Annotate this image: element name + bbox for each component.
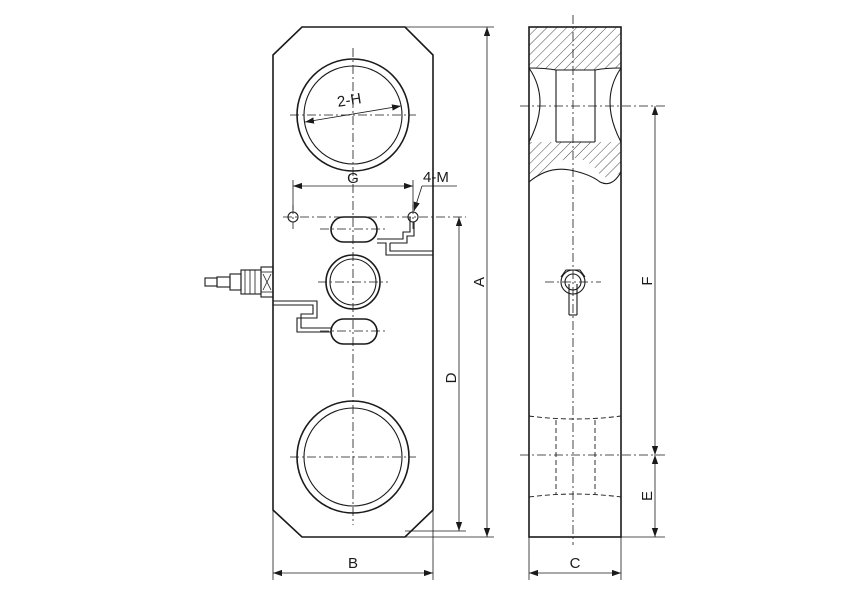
dim-f-label: F: [639, 276, 656, 285]
top-section-hatch-left: [529, 27, 621, 70]
cavity-right-curve: [609, 67, 622, 143]
cable-connector: [204, 266, 274, 298]
side-view: F E C: [520, 15, 665, 580]
top-section-hatch-mid-r: [556, 142, 595, 168]
dim-g-label: G: [347, 170, 359, 187]
wire-channel-upper: [377, 217, 411, 240]
front-view: 2-H G 4-M A D B: [204, 26, 494, 580]
wire-channel-upper-d: [389, 243, 433, 252]
dim-e-label: E: [639, 491, 656, 501]
wire-channel-lower-b: [273, 304, 331, 329]
side-body-outline: [528, 26, 622, 538]
dim-b-label: B: [348, 555, 358, 572]
wire-channel-lower: [273, 300, 331, 333]
bottom-hole-hidden-top: [528, 415, 622, 420]
lower-slot: [330, 318, 378, 345]
wire-channel-upper-c: [390, 222, 415, 244]
cavity-left-curve: [528, 67, 541, 143]
top-section-hatch-bottom-r: [595, 142, 621, 178]
hole-diameter-arrow: [304, 104, 402, 124]
wire-channel-upper-b: [377, 242, 433, 256]
bottom-hole-hidden-bottom: [528, 493, 622, 498]
top-section-hatch-bottom: [529, 142, 556, 182]
hole-diameter-label: 2-H: [336, 90, 363, 111]
dim-d-label: D: [443, 372, 460, 383]
dim-c-label: C: [570, 555, 581, 572]
upper-slot: [330, 216, 378, 243]
dim-a-label: A: [471, 277, 488, 287]
bolt-hole-leader-arrow: [413, 185, 423, 212]
top-section-wave: [528, 168, 622, 185]
bolt-hole-label: 4-M: [423, 169, 449, 186]
